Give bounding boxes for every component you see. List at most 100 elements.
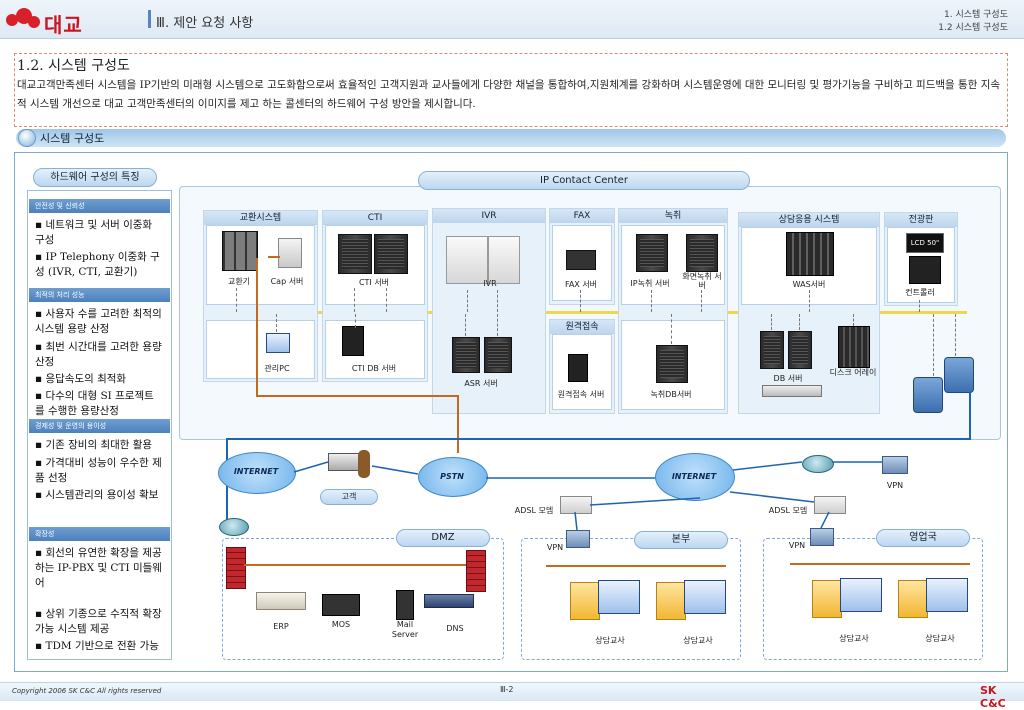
was-label: WAS서버 xyxy=(792,280,826,289)
ivr-icon xyxy=(446,236,488,284)
link-line xyxy=(236,288,237,312)
link-line xyxy=(799,314,800,330)
internet-label: INTERNET xyxy=(671,472,717,481)
router-icon xyxy=(802,455,834,473)
mgmt-pc-label: 관리PC xyxy=(264,364,290,373)
link-line xyxy=(809,290,810,312)
footer-brand: SK C&C xyxy=(980,684,1006,710)
router-icon xyxy=(219,518,249,536)
category-reliability: 안전성 및 신뢰성 xyxy=(29,199,170,213)
cap-server-icon xyxy=(278,238,302,268)
adsl-modem-icon xyxy=(814,496,846,514)
group-title: FAX xyxy=(550,209,614,223)
adsl-modem-label: ADSL 모뎀 xyxy=(768,506,808,515)
link-line xyxy=(580,290,581,312)
feature-item: ▪ 다수의 대형 SI 프로젝트를 수행한 용량산정 xyxy=(35,390,154,417)
mos-server-icon xyxy=(322,594,360,616)
feature-item: ▪ 사용자 수를 고려한 최적의 시스템 용량 산정 xyxy=(35,308,162,335)
pbx-icon xyxy=(222,231,258,271)
screen-rec-label: 화면녹취 서버 xyxy=(682,272,722,290)
category-performance: 최적의 처리 성능 xyxy=(29,288,170,302)
copyright: Copyright 2006 SK C&C All rights reserve… xyxy=(12,687,162,695)
rec-db-label: 녹취DB서버 xyxy=(650,390,692,399)
cti-db-icon xyxy=(342,326,364,356)
pbx-cap-link xyxy=(268,256,280,258)
page-number: Ⅲ-2 xyxy=(500,685,514,694)
feature-item: ▪ 시스템관리의 용이성 확보 xyxy=(35,489,159,501)
feature-item: ▪ 회선의 유연한 확장을 제공하는 IP-PBX 및 CTI 미들웨어 xyxy=(35,547,162,589)
lcd-display-icon: LCD 50" xyxy=(906,233,944,253)
link-line xyxy=(354,288,355,312)
cap-label: Cap 서버 xyxy=(270,277,304,286)
storage-icon xyxy=(762,385,822,397)
mgmt-pc-icon xyxy=(266,333,290,353)
link-line xyxy=(574,511,578,531)
ivr-label: IVR xyxy=(483,279,497,288)
asr-server-icon xyxy=(452,337,480,373)
link-line xyxy=(467,290,468,312)
internet-label: INTERNET xyxy=(233,467,279,476)
group-title: 교환시스템 xyxy=(204,211,317,225)
branch-vpn-label: VPN xyxy=(788,541,806,550)
feature-item: ▪ 가격대비 성능이 우수한 제품 선정 xyxy=(35,457,162,484)
hq-title: 본부 xyxy=(634,531,728,549)
intro-paragraph: 대교고객만족센터 시스템을 IP기반의 미래형 시스템으로 고도화함으로써 효율… xyxy=(17,79,1001,110)
pstn-link xyxy=(457,395,459,453)
link-line xyxy=(933,314,934,376)
footer-bar xyxy=(0,682,1024,701)
lan-backbone xyxy=(203,311,967,314)
dns-server-icon xyxy=(424,594,474,608)
disk-array-label: 디스크 어레이 xyxy=(829,368,877,377)
feature-item: ▪ IP Telephony 이중화 구성 (IVR, CTI, 교환기) xyxy=(35,251,160,278)
feature-item: ▪ TDM 기반으로 전환 가능 xyxy=(35,640,159,652)
feature-item: ▪ 네트워크 및 서버 이중화 구성 xyxy=(35,219,153,246)
switch-icon xyxy=(913,377,943,413)
cti-db-inner xyxy=(325,320,425,379)
intro-box xyxy=(14,53,1008,127)
link-line xyxy=(386,288,387,312)
fax-label: FAX 서버 xyxy=(564,280,598,289)
monitor-icon xyxy=(684,580,726,614)
customer-label: 고객 xyxy=(320,489,378,505)
link-line xyxy=(355,314,356,328)
feature-item: ▪ 기존 장비의 최대한 활용 xyxy=(35,439,153,451)
pbx-label: 교환기 xyxy=(227,277,251,286)
ribbon-title: 시스템 구성도 xyxy=(40,132,105,145)
link-line xyxy=(729,491,815,503)
db-server-icon xyxy=(760,331,784,369)
link-line xyxy=(771,314,772,330)
pstn-cloud xyxy=(418,457,488,497)
branch-title: 영업국 xyxy=(876,529,970,547)
link-line xyxy=(853,314,854,326)
pc-tower-icon xyxy=(656,582,686,620)
group-title: 전광판 xyxy=(885,213,957,227)
section-marker xyxy=(148,10,151,28)
breadcrumb-1: 1. 시스템 구성도 xyxy=(944,10,1008,20)
header-bar xyxy=(0,0,1024,39)
monitor-icon xyxy=(840,578,882,612)
hq-lan xyxy=(546,565,726,567)
fax-server-icon xyxy=(566,250,596,270)
group-title: IVR xyxy=(433,209,545,223)
link-line xyxy=(732,461,803,471)
logo-text: 대교 xyxy=(44,13,83,37)
group-title: 녹취 xyxy=(619,209,727,223)
link-line xyxy=(276,314,277,332)
cti-server-icon xyxy=(338,234,372,274)
breadcrumb-2: 1.2 시스템 구성도 xyxy=(938,23,1008,33)
was-server-icon xyxy=(786,232,834,276)
feature-item: ▪ 상위 기종으로 수직적 확장 가능 시스템 제공 xyxy=(35,608,162,635)
erp-server-icon xyxy=(256,592,306,610)
internet-cloud xyxy=(218,452,296,494)
features-title: 하드웨어 구성의 특징 xyxy=(33,168,157,187)
dmz-zone xyxy=(222,538,504,660)
link-line xyxy=(671,314,672,344)
monitor-icon xyxy=(926,578,968,612)
vpn-device-icon xyxy=(566,530,590,548)
pstn-label: PSTN xyxy=(440,472,464,481)
screen-rec-server-icon xyxy=(686,234,718,272)
branch-lan xyxy=(790,563,970,565)
cti-server-icon xyxy=(374,234,408,274)
hq-vpn-label: VPN xyxy=(546,543,564,552)
